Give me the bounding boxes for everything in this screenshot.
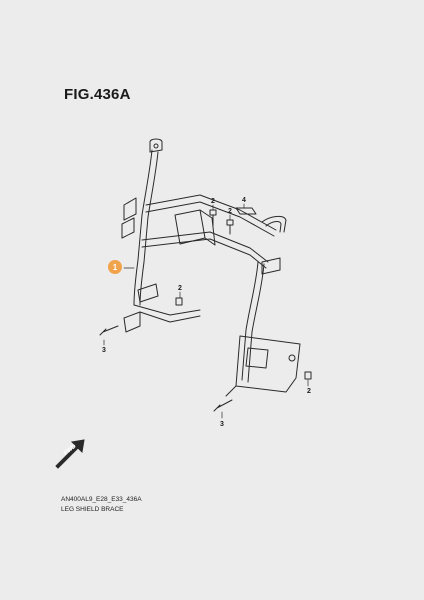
callout-3a-label: 3 (102, 347, 106, 354)
screw-icon (99, 325, 233, 412)
diagram-code: AN400AL9_E28_E33_436A (61, 496, 142, 503)
leg-shield-brace-frame (121, 138, 301, 397)
bolt-icon (175, 209, 312, 380)
clip-icon (235, 207, 257, 215)
callout-2c-label: 2 (178, 285, 182, 292)
callout-1-marker[interactable] (108, 260, 122, 274)
part-group-name: LEG SHIELD BRACE (61, 506, 124, 513)
callout-3b-label: 3 (220, 421, 224, 428)
callout-2b-label: 2 (228, 208, 232, 215)
callout-2a-label: 2 (211, 198, 215, 205)
figure-title: FIG.436A (64, 86, 131, 103)
forward-arrow-icon (55, 439, 85, 469)
callout-4-label: 4 (242, 197, 246, 204)
callout-1-label: 1 (113, 263, 118, 272)
callout-2d-label: 2 (307, 388, 311, 395)
